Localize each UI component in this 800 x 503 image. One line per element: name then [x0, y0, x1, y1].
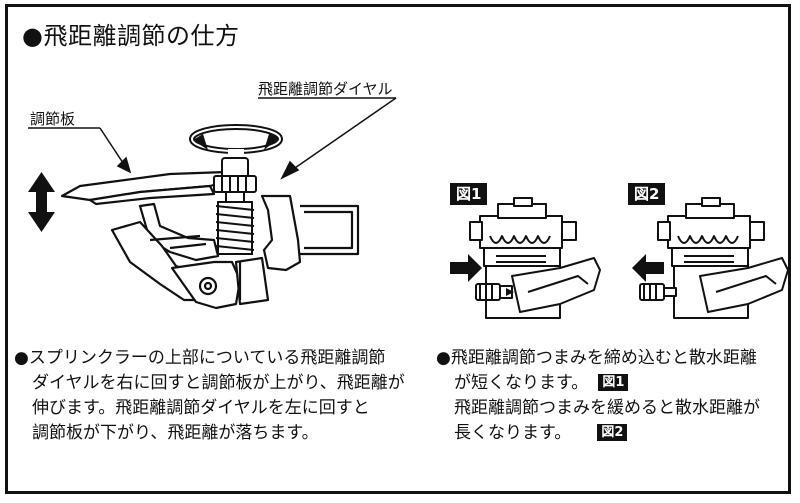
dial-callout-label: 飛距離調節ダイヤル [258, 80, 393, 98]
distance-dial [213, 157, 257, 203]
figure-1-small-arrow-icon [506, 288, 514, 296]
right-line-4: 長くなります。 [454, 423, 572, 443]
figure-1-ref-badge: 図1 [598, 374, 629, 391]
figure-2-pull-arrow-icon [632, 254, 664, 282]
dial-leader-line [258, 97, 397, 180]
left-line-4: 調節板が下がり、飛距離が落ちます。 [32, 423, 319, 443]
plate-leader-line [28, 127, 132, 174]
adjustment-plate [60, 170, 234, 206]
figure-2-label: 図2 [628, 183, 666, 205]
figure-1-drawing [469, 197, 601, 319]
page-title: ●飛距離調節の仕方 [22, 22, 240, 50]
plate-callout-label: 調節板 [30, 110, 76, 128]
left-line-2: ダイヤルを右に回すと調節板が上がり、飛距離が [32, 373, 405, 393]
figure-1-push-arrow-icon [450, 254, 482, 282]
left-line-3: 伸びます。飛距離調節ダイヤルを左に回すと [32, 398, 370, 418]
left-description: ●スプリンクラーの上部についている飛距離調節 ダイヤルを右に回すと調節板が上がり… [14, 346, 405, 446]
figure-2-ref-badge: 図2 [597, 424, 628, 441]
right-line-2: が短くなります。 [454, 373, 589, 393]
rotation-arrow-icon [189, 124, 283, 155]
up-down-arrow-icon [28, 172, 55, 232]
figure-2-drawing [639, 197, 789, 319]
right-line-1: ●飛距離調節つまみを締め込むと散水距離 [436, 348, 757, 368]
sprinkler-body [110, 194, 360, 310]
figure-1-label: 図1 [450, 183, 488, 205]
right-description: ●飛距離調節つまみを締め込むと散水距離 が短くなります。図1 飛距離調節つまみを… [436, 346, 760, 446]
right-line-3: 飛距離調節つまみを緩めると散水距離が [454, 398, 760, 418]
spring [215, 201, 255, 255]
left-line-1: ●スプリンクラーの上部についている飛距離調節 [14, 348, 386, 368]
